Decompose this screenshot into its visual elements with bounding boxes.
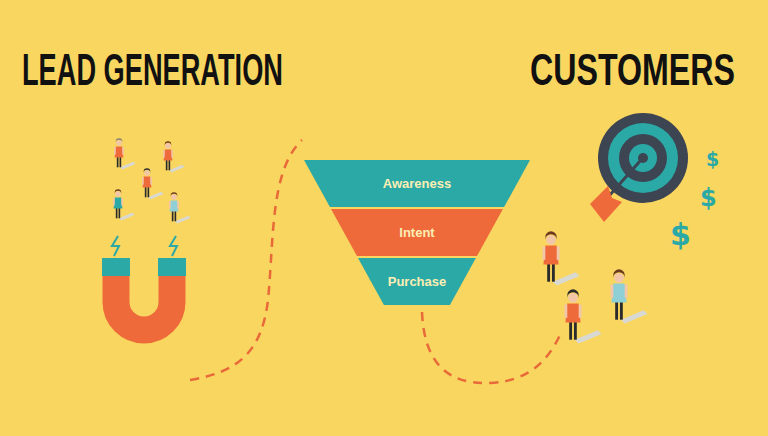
dashed-path [190,140,302,380]
heading-left: LEAD GENERATION [22,48,283,92]
person-figure [542,231,579,285]
heading-right: CUSTOMERS [530,48,735,92]
band-fill [331,209,503,256]
band-fill [358,258,476,305]
band-label: Purchase [388,274,447,289]
dollar-sign: $ [670,220,691,250]
person-figure [564,289,601,343]
person-figure [163,141,184,172]
people-figures [113,138,647,343]
person-figure [142,168,163,199]
dollar-sign: $ [700,186,717,210]
person-figure [114,138,135,169]
band-label: Awareness [383,176,451,191]
funnel-band: Awareness [304,160,530,207]
person-figure [169,192,190,223]
target-icon [590,113,688,222]
dollar-sign: $ [706,150,719,169]
funnel-band: Intent [331,209,503,256]
band-label: Intent [399,225,434,240]
band-fill [304,160,530,207]
person-figure [113,189,134,220]
funnel-band: Purchase [358,258,476,305]
magnet-icon [102,236,186,330]
person-figure [610,269,647,323]
dashed-path [422,312,560,383]
